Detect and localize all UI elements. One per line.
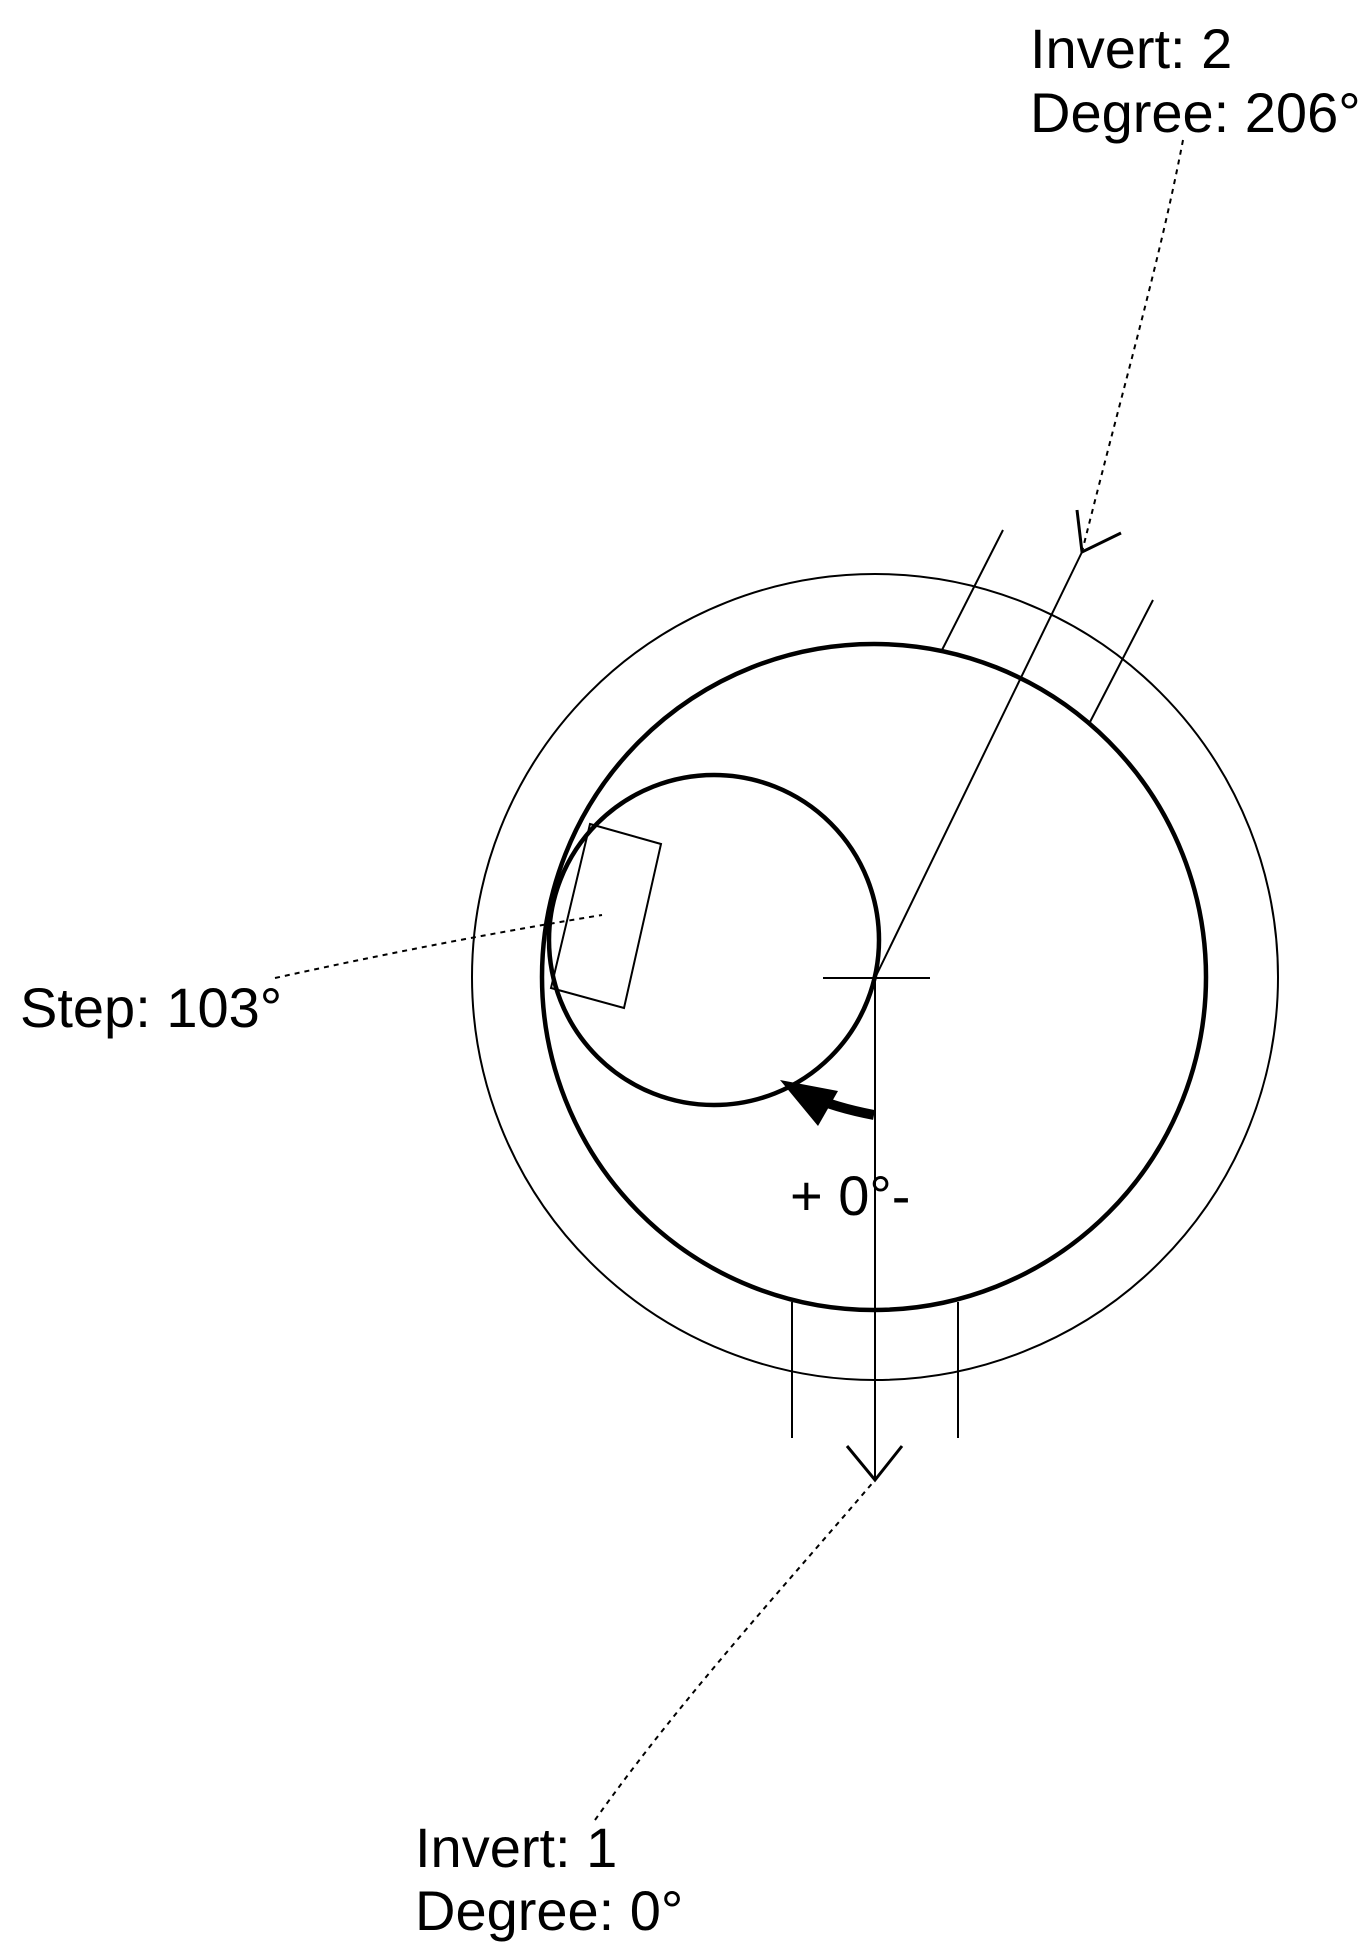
step-label: Step: 103° (20, 976, 282, 1039)
invert-2-pipe-centerline (874, 551, 1083, 979)
step-leader (274, 914, 603, 979)
invert-2-arrowhead (1075, 509, 1122, 555)
invert-1-leader (594, 1479, 876, 1821)
step-marker (549, 822, 663, 1010)
invert-1-label-line2: Degree: 0° (415, 1879, 683, 1942)
invert-2-pipe-wall-right (1089, 599, 1154, 723)
invert-2-leader (1081, 139, 1184, 553)
invert-2-label-line2: Degree: 206° (1030, 81, 1359, 144)
invert-1-label-line1: Invert: 1 (415, 1816, 617, 1879)
inner-circle (546, 772, 882, 1108)
center-angle-label: + 0°- (790, 1164, 910, 1227)
rotation-arrowhead (780, 1080, 838, 1126)
invert-2-pipe-wall-left (941, 529, 1004, 651)
invert-2-label-line1: Invert: 2 (1030, 17, 1232, 80)
